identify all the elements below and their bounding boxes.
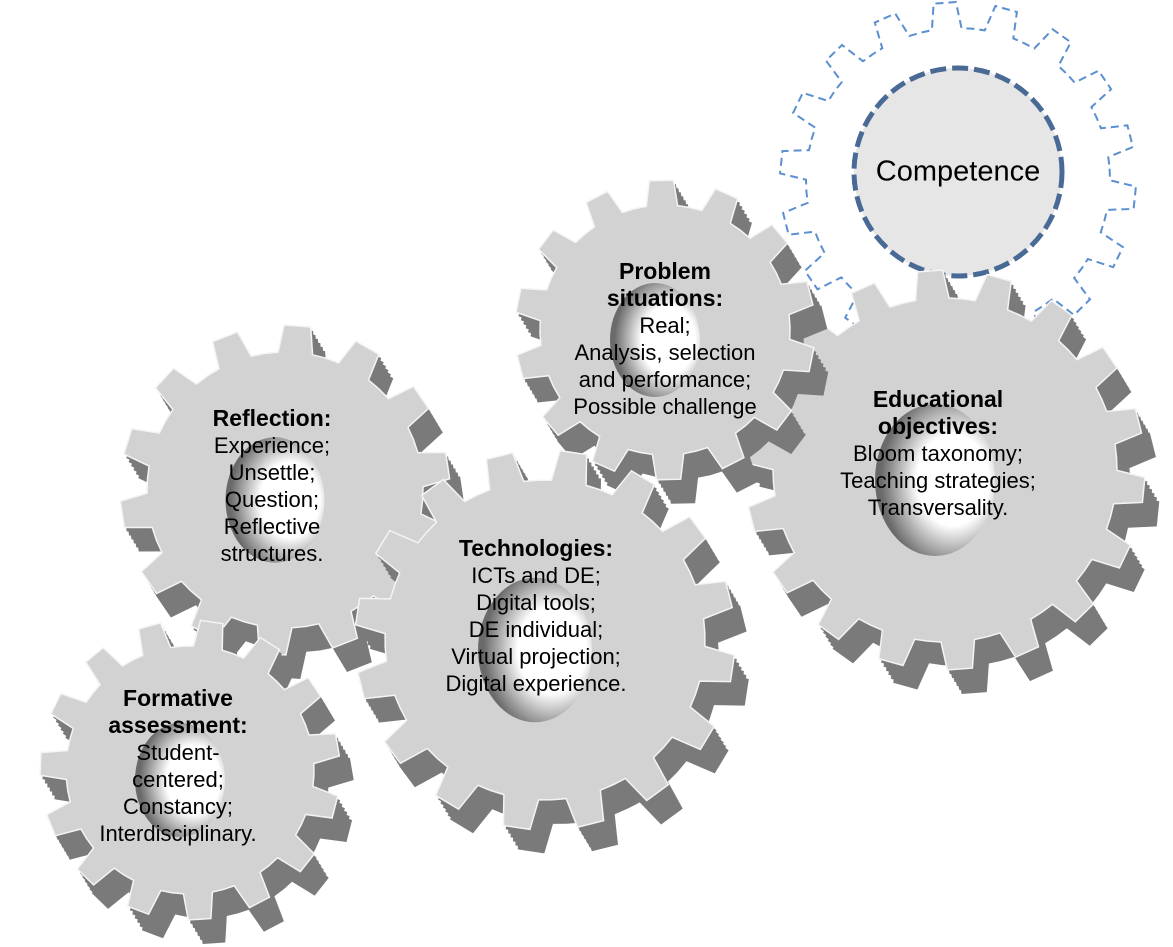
gear-title: objectives: [877, 413, 999, 439]
gear-item: Reflective [223, 514, 321, 539]
gear-item: Teaching strategies; [840, 468, 1036, 493]
gear-title: situations: [606, 285, 724, 311]
gear-item: Bloom taxonomy; [853, 441, 1023, 466]
gear-item: Question; [224, 487, 320, 512]
gear-item: Unsettle; [228, 460, 316, 485]
gear-item: Experience; [213, 433, 331, 458]
gear-title: Educational [872, 386, 1004, 412]
gear-item: Analysis, selection [574, 340, 756, 365]
gear-hole-formative [135, 723, 225, 837]
gear-item: centered; [132, 767, 224, 792]
gear-item: structures. [220, 541, 324, 566]
gear-item: DE individual; [468, 617, 604, 642]
gear-title: assessment: [108, 712, 248, 738]
gear-title: Formative [123, 685, 233, 711]
gear-item: and performance; [578, 367, 752, 392]
gear-title: Reflection: [212, 405, 332, 431]
competence-gear-outline [779, 0, 1137, 360]
competence-circle [851, 65, 1065, 279]
gear-item: Student- [136, 740, 220, 765]
gear-item: Interdisciplinary. [99, 821, 257, 846]
gear-item: Possible challenge [573, 394, 757, 419]
gear-hole-educational [875, 404, 995, 556]
gear-label-technologies: Technologies:ICTs and DE;Digital tools;D… [446, 535, 627, 697]
gear-item: Real; [639, 313, 691, 338]
gear-item: Digital tools; [476, 590, 596, 615]
gear-item: Constancy; [122, 794, 234, 819]
gear-item: ICTs and DE; [471, 563, 601, 588]
gear-item: Transversality. [867, 495, 1009, 520]
gear-title: Problem [618, 258, 712, 284]
gear-label-reflection: Reflection:Experience;Unsettle;Question;… [213, 405, 332, 567]
gear-hole-reflection [225, 437, 325, 563]
gear-item: Digital experience. [445, 671, 627, 696]
gear-item: Virtual projection; [451, 644, 621, 669]
gear-hole-technologies [478, 577, 592, 723]
gear-title: Technologies: [458, 535, 614, 561]
gear-hole-problem [610, 283, 700, 397]
competence-label: Competence [875, 155, 1041, 188]
